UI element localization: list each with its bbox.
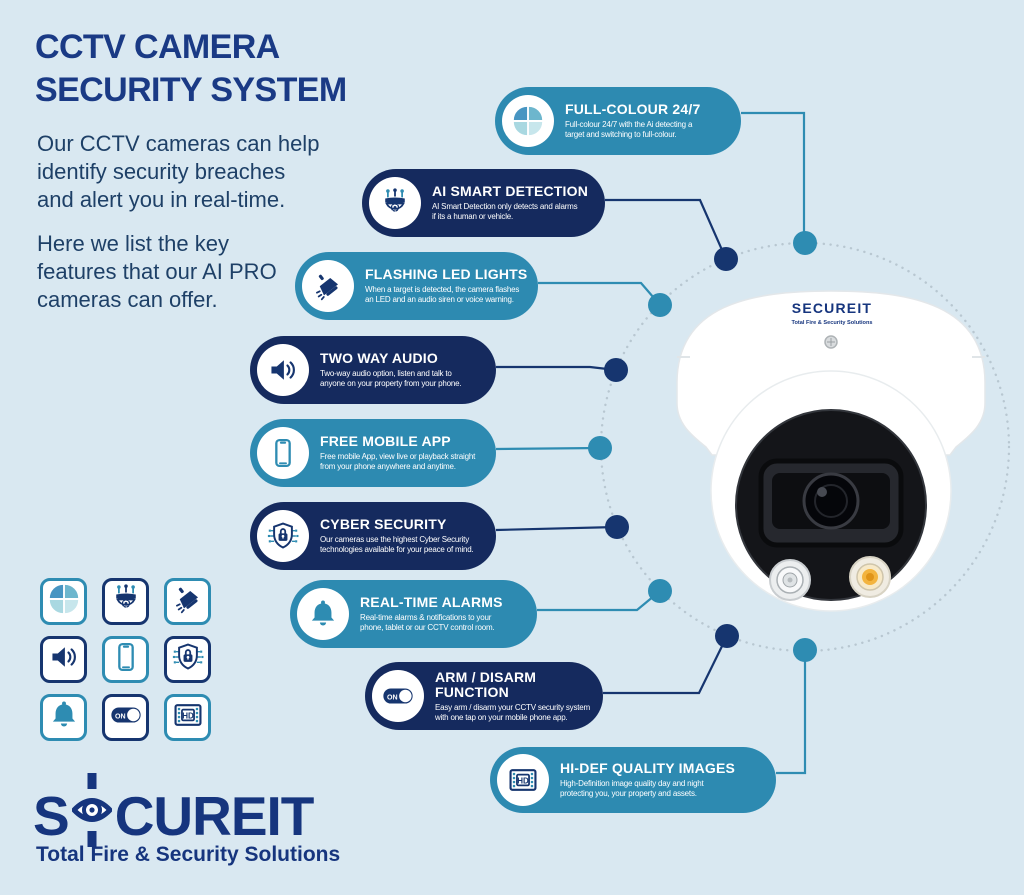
- connector-line-two-way-audio: [496, 365, 617, 372]
- feature-text: TWO WAY AUDIO Two-way audio option, liste…: [309, 351, 465, 389]
- grid-tile-smartphone-icon: [102, 636, 149, 683]
- connector-line-full-colour: [741, 111, 806, 243]
- secureit-logo: S CUREIT: [33, 772, 315, 853]
- speaker-icon: [48, 641, 80, 678]
- feature-pill-ai-smart-detection: AI SMART DETECTION AI Smart Detection onl…: [362, 169, 605, 237]
- logo-tagline: Total Fire & Security Solutions: [36, 843, 341, 866]
- camera-brand: SECUREIT: [792, 300, 872, 316]
- connector-dot-ai-smart-detection: [714, 247, 738, 271]
- white-led-light: [769, 559, 811, 601]
- grid-tile-ai-camera-icon: [102, 578, 149, 625]
- feature-title: HI-DEF QUALITY IMAGES: [560, 760, 736, 776]
- quad-circle-icon: [502, 95, 554, 147]
- smartphone-icon: [257, 427, 309, 479]
- hd-film-icon: HD: [172, 699, 204, 736]
- feature-description: High-Definition image quality day and ni…: [560, 779, 704, 798]
- connector-line-free-mobile-app: [495, 446, 601, 451]
- svg-text:ON: ON: [115, 712, 126, 720]
- connector-line-hi-def-images: [776, 650, 807, 775]
- toggle-on-icon: ON: [109, 698, 143, 737]
- grid-tile-hd-film-icon: HD: [164, 694, 211, 741]
- camera-screw: [824, 335, 838, 349]
- grid-tile-toggle-on-icon: ON: [102, 694, 149, 741]
- feature-title: ARM / DISARM FUNCTION: [435, 668, 537, 700]
- grid-tile-speaker-icon: [40, 636, 87, 683]
- svg-text:HD: HD: [182, 711, 194, 720]
- grid-tile-cyber-shield-icon: [164, 636, 211, 683]
- cyber-shield-icon: [172, 641, 204, 678]
- connector-line-flashing-led-lights: [538, 281, 661, 306]
- camera-lens: [802, 472, 860, 530]
- feature-pill-real-time-alarms: REAL-TIME ALARMS Real-time alarms & notif…: [290, 580, 537, 648]
- feature-text: FREE MOBILE APP Free mobile App, view liv…: [309, 434, 479, 472]
- cctv-camera-photo: SECUREIT Total Fire & Security Solutions: [650, 283, 995, 655]
- logo-suffix: CUREIT: [114, 785, 315, 847]
- feature-description: When a target is detected, the camera fl…: [365, 285, 520, 304]
- feature-description: Full-colour 24/7 with the Ai detecting a…: [565, 120, 693, 139]
- hd-film-icon: HD: [497, 754, 549, 806]
- title-line-1: CCTV CAMERA: [35, 28, 280, 66]
- grid-tile-quad-circle-icon: [40, 578, 87, 625]
- smartphone-icon: [110, 641, 142, 678]
- quad-circle-icon: [47, 582, 81, 621]
- floodlight-icon: [172, 583, 204, 620]
- feature-title: FREE MOBILE APP: [320, 433, 451, 449]
- amber-led-light: [849, 556, 891, 598]
- logo-eye-icon: [70, 772, 114, 860]
- feature-description: AI Smart Detection only detects and alar…: [432, 202, 578, 221]
- connector-dot-two-way-audio: [604, 358, 628, 382]
- speaker-icon: [257, 344, 309, 396]
- feature-description: Our cameras use the highest Cyber Securi…: [320, 535, 474, 554]
- feature-description: Two-way audio option, listen and talk to…: [320, 369, 462, 388]
- grid-tile-bell-icon: [40, 694, 87, 741]
- floodlight-icon: [302, 260, 354, 312]
- feature-pill-flashing-led-lights: FLASHING LED LIGHTS When a target is dete…: [295, 252, 538, 320]
- feature-pill-free-mobile-app: FREE MOBILE APP Free mobile App, view liv…: [250, 419, 496, 487]
- svg-text:HD: HD: [517, 776, 529, 785]
- camera-brand-tagline: Total Fire & Security Solutions: [791, 320, 872, 326]
- ai-camera-icon: [110, 583, 142, 620]
- title-line-2: SECURITY SYSTEM: [35, 71, 347, 109]
- connector-dot-full-colour: [793, 231, 817, 255]
- connector-line-real-time-alarms: [537, 590, 661, 612]
- feature-pill-hi-def-images: HD HI-DEF QUALITY IMAGES High-Definition i…: [490, 747, 776, 813]
- logo-prefix: S: [33, 785, 70, 847]
- feature-description: Real-time alarms & notifications to your…: [360, 613, 495, 632]
- feature-text: FLASHING LED LIGHTS When a target is dete…: [354, 267, 531, 305]
- feature-description: Free mobile App, view live or playback s…: [320, 452, 476, 471]
- toggle-on-icon: ON: [372, 670, 424, 722]
- svg-text:ON: ON: [387, 693, 398, 701]
- bell-icon: [48, 699, 80, 736]
- connector-line-ai-smart-detection: [605, 198, 728, 260]
- feature-pill-two-way-audio: TWO WAY AUDIO Two-way audio option, liste…: [250, 336, 496, 404]
- intro-paragraph-1: Our CCTV cameras can help identify secur…: [37, 131, 320, 212]
- grid-tile-floodlight-icon: [164, 578, 211, 625]
- feature-title: CYBER SECURITY: [320, 516, 447, 532]
- feature-text: AI SMART DETECTION AI Smart Detection onl…: [421, 184, 592, 222]
- feature-pill-cyber-security: CYBER SECURITY Our cameras use the highes…: [250, 502, 496, 570]
- connector-dot-free-mobile-app: [588, 436, 612, 460]
- intro-paragraph-2: Here we list the key features that our A…: [37, 231, 277, 312]
- feature-title: TWO WAY AUDIO: [320, 350, 438, 366]
- feature-title: AI SMART DETECTION: [432, 183, 589, 199]
- ai-camera-icon: [369, 177, 421, 229]
- feature-title: FLASHING LED LIGHTS: [365, 266, 528, 282]
- feature-text: HI-DEF QUALITY IMAGES High-Definition ima…: [549, 761, 739, 799]
- feature-text: REAL-TIME ALARMS Real-time alarms & notif…: [349, 595, 507, 633]
- feature-text: CYBER SECURITY Our cameras use the highes…: [309, 517, 478, 555]
- connector-dot-cyber-security: [605, 515, 629, 539]
- connector-line-cyber-security: [495, 525, 618, 532]
- cyber-shield-icon: [257, 510, 309, 562]
- feature-title: FULL-COLOUR 24/7: [565, 101, 701, 117]
- bell-icon: [297, 588, 349, 640]
- feature-title: REAL-TIME ALARMS: [360, 594, 503, 610]
- page-title: CCTV CAMERA SECURITY SYSTEM: [35, 26, 347, 112]
- feature-description: Easy arm / disarm your CCTV security sys…: [435, 702, 590, 722]
